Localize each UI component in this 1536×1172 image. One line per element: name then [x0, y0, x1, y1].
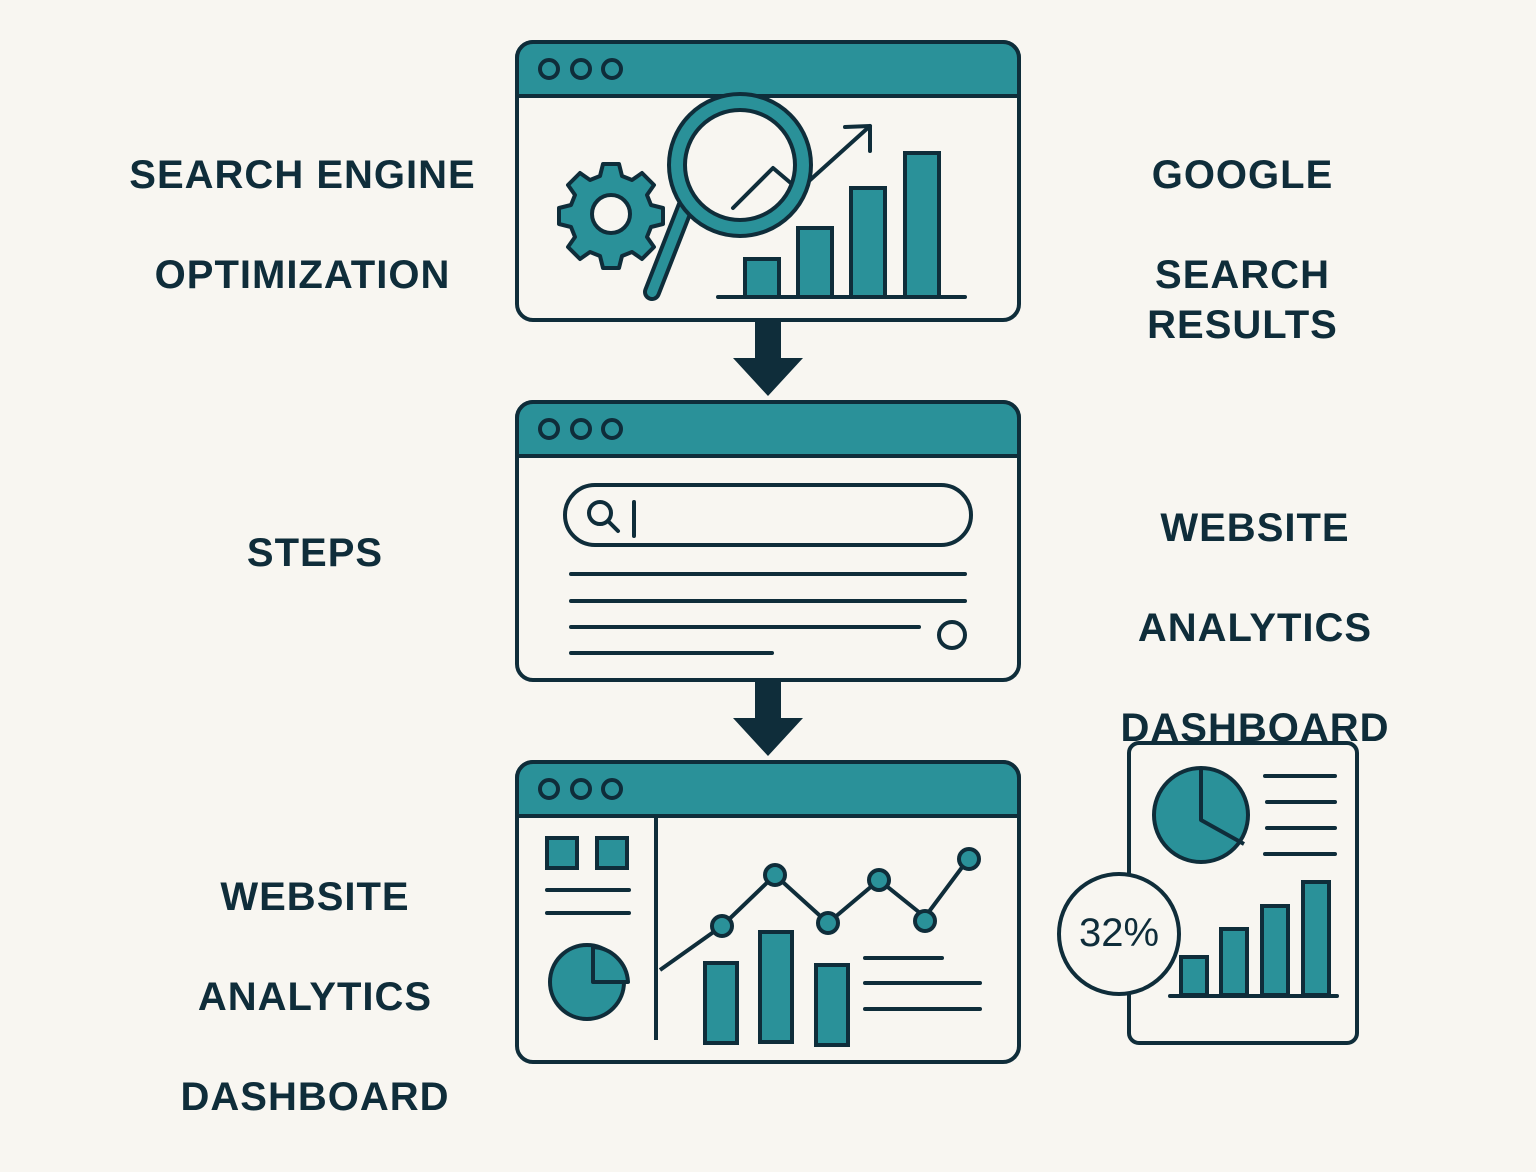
percentage-badge [1057, 872, 1181, 996]
result-lines [569, 572, 967, 655]
label-line: WEBSITE [1160, 506, 1350, 550]
label-line: SEARCH ENGINE [129, 153, 476, 197]
label-line: DASHBOARD [180, 1075, 450, 1119]
bar-chart-icon [743, 151, 941, 299]
pie-chart-icon [548, 943, 630, 1021]
label-search-engine-optimization: SEARCH ENGINE OPTIMIZATION [120, 100, 485, 350]
window-dots-icon [538, 778, 623, 800]
label-line: WEBSITE [220, 875, 410, 919]
magnifier-icon [643, 92, 813, 301]
search-bar [563, 483, 973, 547]
search-icon [587, 500, 620, 533]
seo-window [515, 40, 1021, 322]
radio-circle [937, 620, 967, 650]
label-line: ANALYTICS [197, 975, 433, 1019]
window-dots-icon [538, 418, 623, 440]
pie-chart-icon [1152, 766, 1250, 864]
arrow-2-to-3 [733, 680, 803, 756]
trend-arrow-icon [731, 124, 872, 210]
bar-chart-icon [1179, 880, 1331, 997]
tiles [545, 836, 629, 870]
label-steps: STEPS [215, 478, 415, 628]
arrow-1-to-2 [733, 320, 803, 396]
label-line: OPTIMIZATION [154, 253, 451, 297]
label-line: STEPS [246, 531, 384, 575]
report-card [1057, 741, 1359, 1045]
search-window [515, 400, 1021, 682]
window-dots-icon [538, 58, 623, 80]
gear-icon [557, 162, 665, 270]
label-line: GOOGLE [1151, 153, 1334, 197]
label-line: SEARCH RESULTS [1147, 253, 1338, 347]
label-website-analytics-dashboard-left: WEBSITE ANALYTICS DASHBOARD [160, 822, 470, 1172]
label-google-search-results: GOOGLE SEARCH RESULTS [1055, 100, 1430, 400]
percentage-badge-value: 32% [1078, 911, 1160, 955]
label-line: ANALYTICS [1137, 606, 1373, 650]
dashboard-window [515, 760, 1021, 1064]
